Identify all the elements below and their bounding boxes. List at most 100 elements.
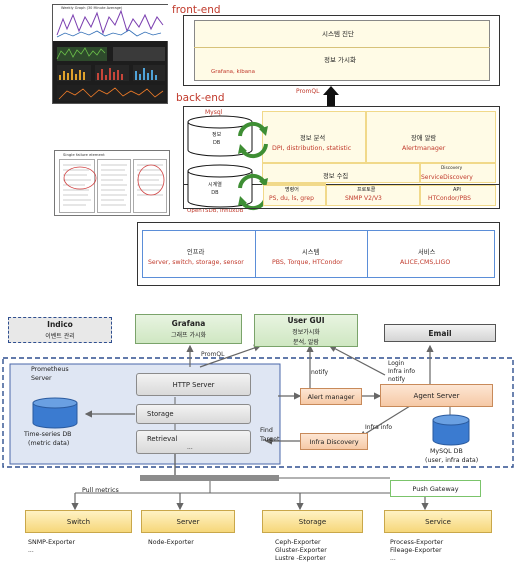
indico-title: Indico [47, 320, 73, 329]
user-gui-sub2: 분석, 알람 [293, 338, 319, 346]
service-discovery-text: ServiceDiscovery [421, 174, 473, 181]
backend-box-lower [183, 185, 500, 209]
email-box[interactable]: Email [384, 324, 496, 342]
indico-sub: 이벤트 관리 [45, 333, 75, 340]
user-gui-title: User GUI [287, 315, 325, 325]
info-db-cylinder [187, 115, 253, 157]
system-alert-text: 시스템 진단 [322, 30, 354, 38]
grafana-sub: 그래프 가시화 [170, 332, 207, 339]
promql-text-top: PromQL [296, 88, 320, 95]
server-text: Server [176, 517, 200, 526]
service-text: 서비스 [418, 249, 436, 256]
fault-alert-cell [366, 111, 496, 163]
retrieval-box[interactable]: Retrieval ... [136, 430, 251, 454]
cmd-detail-text: PS, du, ls, grep [269, 195, 314, 202]
user-gui-box[interactable]: User GUI 정보가시화 분석, 알람 [254, 314, 358, 347]
process-exporter-text: Process-Exporter [390, 539, 444, 546]
api-detail-text: HTCondor/PBS [428, 195, 471, 202]
service-detail-text: ALICE,CMS,LIGO [400, 259, 451, 266]
mysql-db-cylinder [432, 414, 470, 446]
thumbnail-graphs [56, 9, 165, 101]
fault-alert-text: 장애 알람 [411, 135, 437, 142]
infra-discovery-text: Infra Discovery [309, 437, 359, 446]
api-box [420, 185, 496, 206]
push-gateway-text: Push Gateway [412, 484, 459, 493]
storage-exporter-text: Storage [298, 517, 327, 526]
http-server-box[interactable]: HTTP Server [136, 373, 251, 396]
agent-server-text: Agent Server [413, 391, 460, 400]
backend-label: back-end [176, 92, 225, 104]
dashboard-thumbnail: Weekly Graph (30 Minute Average) [52, 4, 169, 104]
indico-box[interactable]: Indico 이벤트 관리 [8, 317, 112, 343]
protocol-box [326, 185, 420, 206]
analysis-detail-text: DPI, distribution, statistic [272, 145, 352, 152]
analysis-cell [262, 111, 366, 163]
grafana-kibana-text: Grafana, kibana [211, 69, 255, 75]
frontend-label: front-end [172, 4, 221, 16]
service-text-bottom: Service [425, 517, 451, 526]
http-server-text: HTTP Server [172, 380, 215, 389]
collect-cell [262, 163, 420, 183]
service-ellipsis: ... [390, 555, 396, 562]
protocol-detail-text: SNMP V2/V3 [345, 195, 382, 202]
storage-text: Storage [147, 410, 174, 418]
timeseries-db-blue-cylinder [32, 397, 78, 429]
gluster-exporter-text: Gluster-Exporter [275, 547, 327, 554]
agent-server-box[interactable]: Agent Server [380, 384, 493, 407]
api-text: API [453, 187, 461, 193]
storage-box[interactable]: Storage [136, 404, 251, 424]
service-box[interactable]: Service [384, 510, 492, 533]
lustre-exporter-text: Lustre -Exporter [275, 555, 326, 562]
mysql-db-text-1: MySQL DB [430, 448, 463, 455]
infra-info-text-2: Infra info [365, 424, 392, 431]
grafana-title: Grafana [171, 319, 206, 328]
mysql-text-top: Mysql [205, 109, 223, 116]
find-text: Find [260, 427, 273, 434]
opentsdb-text: OpenTSDB, InfluxDB [187, 208, 244, 214]
single-failure-thumbnail: Single failure element [54, 150, 170, 216]
retrieval-ellipsis: ... [187, 444, 193, 451]
user-gui-sub1: 정보가시화 [292, 328, 320, 336]
notify-text-2: notify [388, 376, 406, 383]
frontend-inner [194, 20, 490, 81]
pull-metrics-text: Pull metrics [82, 487, 119, 494]
protocol-text: 프로토콜 [357, 187, 376, 193]
server-box[interactable]: Server [141, 510, 235, 533]
thumbnail-title: Weekly Graph (30 Minute Average) [61, 6, 123, 10]
discovery-cell [420, 163, 496, 183]
storage-exporter-box[interactable]: Storage [262, 510, 363, 533]
tsdb-label-1: Time-series DB [24, 431, 72, 438]
prometheus-label: Prometheus [31, 366, 69, 373]
login-text: Login [388, 360, 405, 367]
grafana-box[interactable]: Grafana 그래프 가시화 [135, 314, 242, 344]
cmd-text: 명령어 [285, 187, 299, 193]
mysql-db-text-2: (user, infra data) [425, 457, 479, 464]
source-inner [142, 230, 495, 278]
tsdb-label-2: (metric data) [28, 440, 70, 447]
retrieval-text: Retrieval [147, 435, 178, 443]
infra-detail-text: Server, switch, storage, sensor [148, 259, 244, 266]
switch-text: Switch [66, 517, 91, 526]
infra-info-text-1: Infra info [388, 368, 415, 375]
target-text: Target [260, 436, 280, 443]
info-vis-text: 정보 가시화 [324, 56, 356, 64]
alert-manager-box[interactable]: Alert manager [300, 388, 362, 405]
infra-discovery-box[interactable]: Infra Discovery [300, 433, 368, 450]
prometheus-server-label: Server [31, 375, 52, 382]
infra-text: 인프라 [187, 249, 205, 256]
source-divider-2 [367, 230, 368, 278]
push-gateway-box[interactable]: Push Gateway [390, 480, 481, 497]
node-exporter-text: Node-Exporter [148, 539, 194, 546]
fileage-exporter-text: Fileage-Exporter [390, 547, 442, 554]
alert-manager-text: Alert manager [307, 392, 355, 401]
source-divider-1 [255, 230, 256, 278]
system-text: 시스템 [302, 249, 320, 256]
notify-text: notify [311, 369, 329, 376]
timeseries-db-cylinder [187, 164, 253, 208]
email-title: Email [428, 328, 452, 338]
switch-box[interactable]: Switch [25, 510, 132, 533]
discovery-text: Discovery [441, 166, 463, 171]
single-failure-title: Single failure element [63, 152, 105, 157]
cmd-box [263, 185, 326, 206]
